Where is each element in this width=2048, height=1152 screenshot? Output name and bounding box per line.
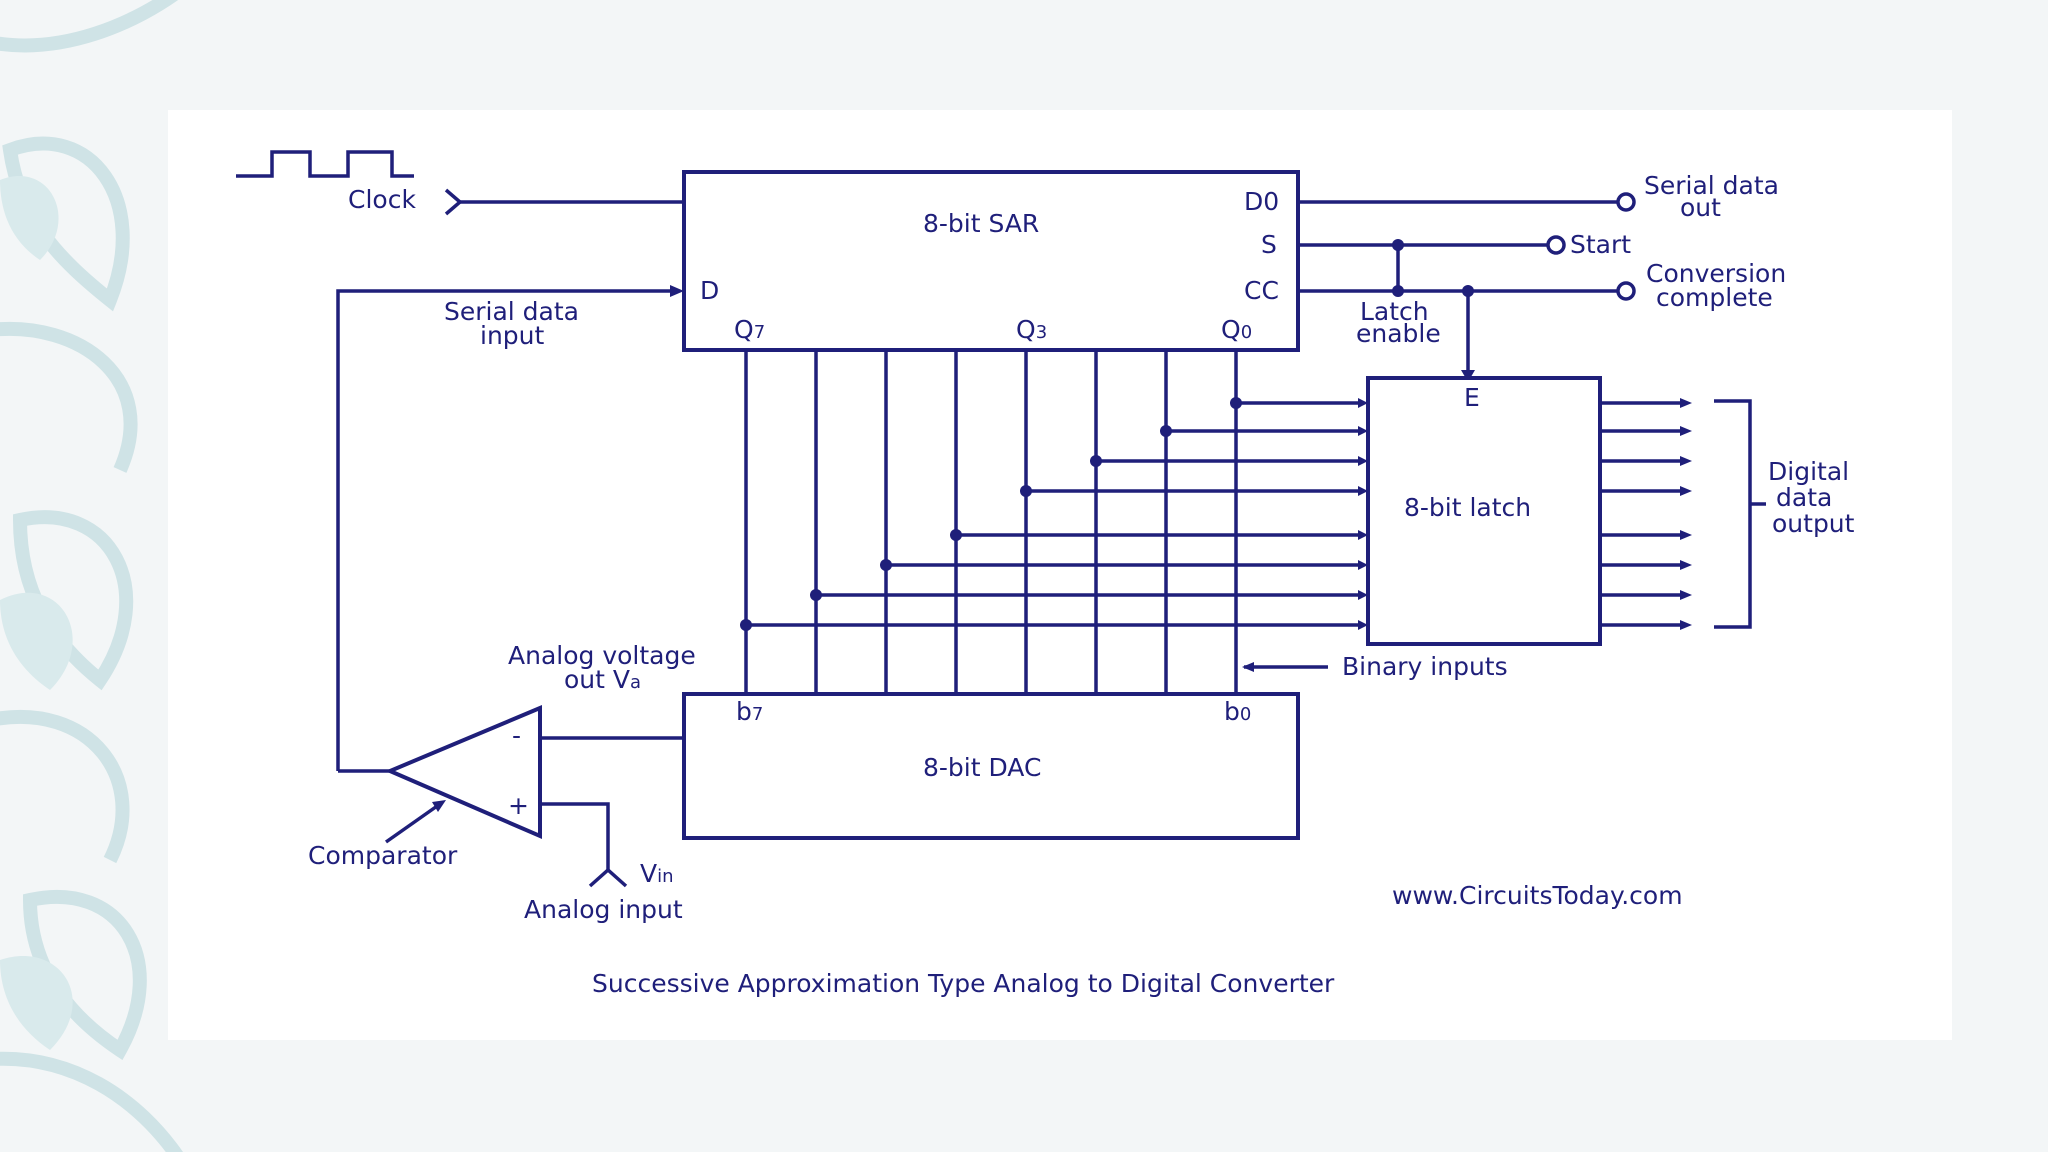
sar-pin-s: S: [1261, 230, 1277, 259]
latch-input-arrow: [1358, 456, 1368, 466]
junction-dot: [1160, 425, 1172, 437]
clock-input-arrow: [444, 188, 463, 216]
conversion-complete-terminal: [1616, 281, 1636, 301]
sar-pin-q7: Q7: [734, 315, 765, 344]
comparator-pointer-arrow: [432, 800, 446, 812]
analog-voltage-label-2: out Va: [564, 665, 641, 694]
sar-pin-q3: Q3: [1016, 315, 1047, 344]
latch-output-arrow: [1680, 530, 1692, 540]
comparator-plus: +: [508, 791, 529, 820]
sar-pin-q0: Q0: [1221, 315, 1252, 344]
serial-data-input-label-2: input: [480, 321, 545, 350]
latch-pin-e: E: [1464, 383, 1480, 412]
diagram-card: Clock 8-bit SAR D0 S CC D Q7 Q3 Q0 Seria…: [168, 110, 1952, 1040]
binary-inputs-arrow: [1242, 662, 1254, 672]
serial-data-input-wire: [336, 289, 674, 771]
latch-output-arrow: [1680, 590, 1692, 600]
serial-data-input-arrow: [670, 285, 684, 297]
latch-input-arrow: [1358, 486, 1368, 496]
sar-pin-cc: CC: [1244, 276, 1279, 305]
analog-voltage-label-1: Analog voltage: [508, 641, 696, 670]
latch-input-arrow: [1358, 590, 1368, 600]
start-terminal: [1546, 235, 1566, 255]
analog-input-label: Analog input: [524, 895, 683, 924]
decorative-leaf-border: [0, 0, 183, 1152]
sar-pin-d0: D0: [1244, 187, 1279, 216]
latch-enable-label-1: Latch: [1360, 297, 1429, 326]
junction-dot: [1392, 239, 1404, 251]
junction-dot: [950, 529, 962, 541]
vin-terminal-icon: [588, 867, 628, 888]
diagram-caption: Successive Approximation Type Analog to …: [592, 969, 1335, 998]
latch-output-arrow: [1680, 620, 1692, 630]
latch-enable-label-2: enable: [1356, 319, 1441, 348]
comparator-pointer: [384, 802, 442, 844]
serial-data-input-label-1: Serial data: [444, 297, 579, 326]
sar-pin-d: D: [700, 276, 719, 305]
clock-waveform: [236, 150, 414, 178]
latch-output-arrow: [1680, 426, 1692, 436]
digital-output-label-2: data: [1776, 483, 1832, 512]
junction-dot: [1090, 455, 1102, 467]
dac-title: 8-bit DAC: [923, 753, 1041, 782]
junction-dot: [880, 559, 892, 571]
website-label: www.CircuitsToday.com: [1392, 881, 1683, 910]
latch-output-arrow: [1680, 456, 1692, 466]
output-bus: [740, 350, 1368, 694]
junction-dot: [810, 589, 822, 601]
latch-output-arrow: [1680, 398, 1692, 408]
latch-input-arrow: [1358, 530, 1368, 540]
conversion-complete-label-2: complete: [1656, 283, 1773, 312]
dac-pin-b0: b0: [1224, 697, 1251, 726]
digital-output-label-3: output: [1772, 509, 1855, 538]
latch-box: [1366, 376, 1602, 646]
sar-title: 8-bit SAR: [923, 209, 1039, 238]
junction-dot: [1392, 285, 1404, 297]
conversion-complete-label-1: Conversion: [1646, 259, 1786, 288]
serial-data-out-terminal: [1616, 192, 1636, 212]
latch-input-arrow: [1358, 426, 1368, 436]
latch-input-arrow: [1358, 560, 1368, 570]
vin-label: Vin: [640, 859, 674, 888]
latch-output-arrow: [1680, 560, 1692, 570]
latch-title: 8-bit latch: [1404, 493, 1531, 522]
serial-data-out-label-1: Serial data: [1644, 171, 1779, 200]
clock-label: Clock: [348, 185, 416, 214]
digital-output-label-1: Digital: [1768, 457, 1849, 486]
binary-inputs-label: Binary inputs: [1342, 652, 1508, 681]
junction-dot: [1462, 285, 1474, 297]
output-bracket: [1714, 399, 1752, 629]
latch-input-arrow: [1358, 398, 1368, 408]
junction-dot: [1020, 485, 1032, 497]
comparator-triangle: [384, 704, 542, 840]
comparator-minus: -: [512, 721, 521, 750]
dac-box: [682, 692, 1300, 840]
vin-wire: [540, 802, 610, 870]
serial-data-out-label-2: out: [1680, 193, 1721, 222]
start-label: Start: [1570, 230, 1631, 259]
latch-input-arrow: [1358, 620, 1368, 630]
latch-output-arrow: [1680, 486, 1692, 496]
sar-adc-diagram: Clock 8-bit SAR D0 S CC D Q7 Q3 Q0 Seria…: [236, 150, 1855, 998]
latch-outputs: [1600, 398, 1692, 630]
comparator-label: Comparator: [308, 841, 458, 870]
sar-box: [682, 170, 1300, 352]
junction-dot: [1230, 397, 1242, 409]
dac-pin-b7: b7: [736, 697, 763, 726]
junction-dot: [740, 619, 752, 631]
